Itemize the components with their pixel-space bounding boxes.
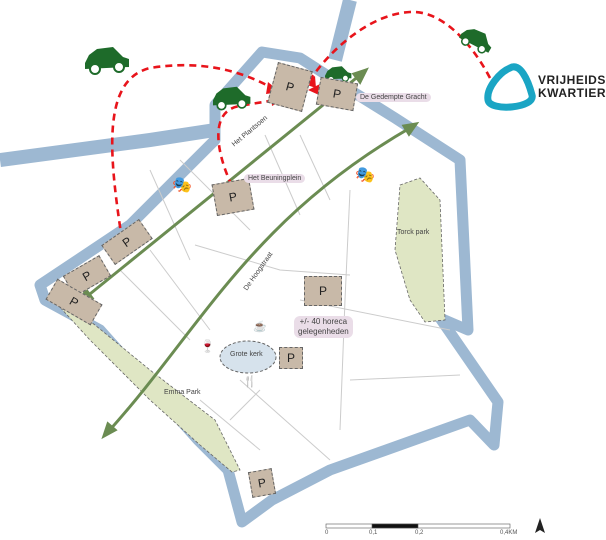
- parking-symbol: P: [256, 475, 268, 491]
- hoogstraat-arrow: [106, 126, 411, 434]
- scale-tick: 0,1: [369, 530, 378, 536]
- horeca-line2: gelegenheden: [298, 327, 349, 336]
- emma-park: [57, 299, 241, 473]
- vrijheids-kwartier-logo-icon: [484, 63, 536, 111]
- parking-symbol: P: [80, 267, 94, 285]
- torck-park: [394, 177, 446, 323]
- car-icon: [459, 29, 492, 54]
- parking-symbol: P: [331, 86, 343, 102]
- label-grote-kerk: Grote kerk: [230, 351, 263, 358]
- arrowhead: [101, 421, 118, 440]
- canal: [0, 123, 217, 167]
- parking-lot: P: [247, 468, 277, 498]
- arrowhead: [401, 121, 420, 137]
- label-horeca: +/- 40 horeca gelegenheden: [294, 316, 353, 338]
- scale-tick: 0,2: [415, 530, 424, 536]
- parking-symbol: P: [67, 293, 81, 311]
- parking-lot: P: [304, 276, 342, 306]
- label-torck-park: Torck park: [397, 229, 430, 236]
- car-icon: [85, 47, 129, 75]
- grote-kerk-shape: [219, 340, 277, 374]
- theatre-icon: 🎭: [355, 167, 375, 184]
- coffee-icon: ☕: [253, 319, 267, 333]
- scale-bar: [325, 523, 511, 529]
- car-icons: [85, 29, 492, 111]
- car-icon: [213, 86, 251, 111]
- theatre-icon: 🎭: [172, 177, 192, 194]
- parking-lot: P: [211, 177, 255, 217]
- label-emma-park: Emma Park: [164, 389, 201, 396]
- logo-line2: KWARTIER: [538, 86, 606, 100]
- scale-tick: 0,4KM: [500, 530, 518, 536]
- scale-tick: 0: [325, 530, 329, 536]
- parking-symbol: P: [284, 79, 296, 95]
- north-arrow-icon: [535, 518, 545, 533]
- logo-line1: VRIJHEIDS: [538, 73, 606, 87]
- parking-symbol: P: [119, 233, 135, 251]
- label-beuningplein: Het Beuningplein: [244, 174, 306, 183]
- parking-symbol: P: [286, 351, 295, 365]
- canal-top: [328, 0, 357, 62]
- parking-symbol: P: [227, 189, 239, 205]
- arrowhead: [351, 67, 369, 85]
- cutlery-icon: 🍴: [243, 375, 257, 388]
- horeca-line1: +/- 40 horeca: [299, 317, 348, 326]
- parking-symbol: P: [318, 284, 327, 298]
- logo-text: VRIJHEIDS KWARTIER: [538, 74, 606, 100]
- wine-glass-icon: 🍷: [200, 339, 215, 353]
- parking-lot: P: [279, 347, 303, 369]
- label-gedempte-gracht: De Gedempte Gracht: [356, 93, 431, 102]
